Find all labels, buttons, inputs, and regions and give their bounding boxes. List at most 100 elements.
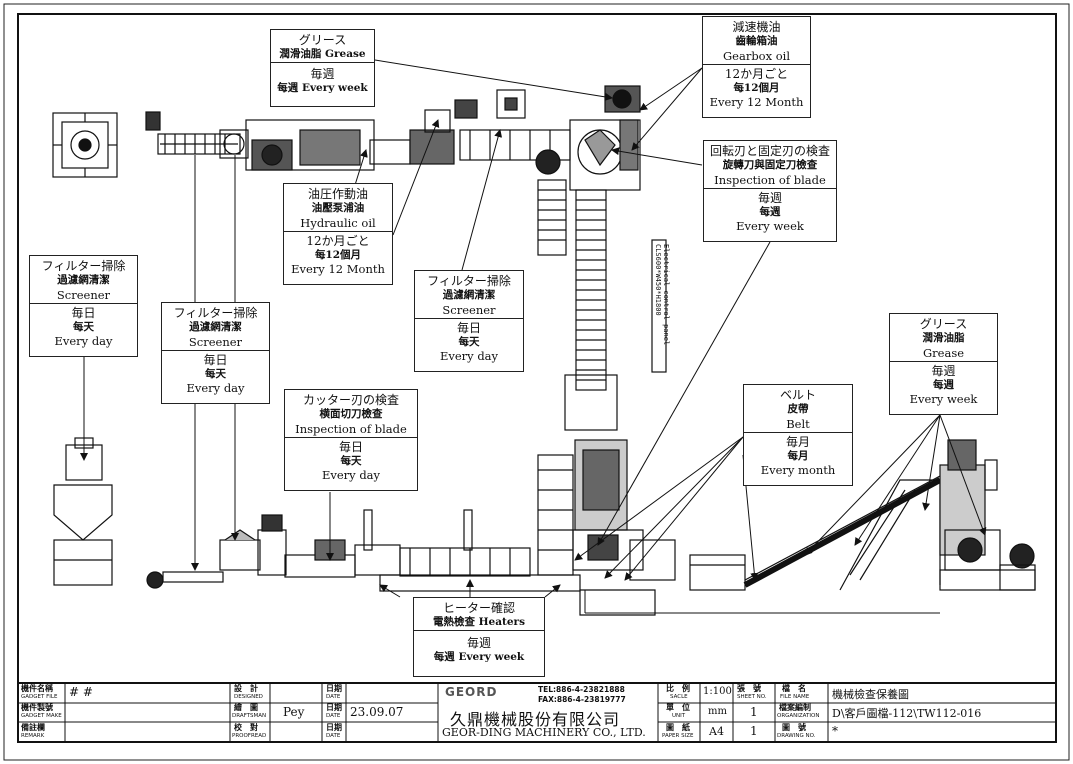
drawing-value: * [832,724,838,738]
date-value: 23.09.07 [350,705,404,719]
gadget-make-sub: GADGET MAKE [21,713,62,719]
label-en: Grease [922,345,965,360]
company-fax: FAX:886-4-23819777 [538,695,626,704]
label-cn: 旋轉刀與固定刀檢查 [722,159,818,172]
callout-filter-mid: フィルター掃除 過濾網清潔 Screener 毎日 每天 Every day [161,302,270,404]
callout-gearbox: 減速機油 齒輪箱油 Gearbox oil 12か月ごと 每12個月 Every… [702,16,811,118]
frequency-section: 毎日 每天 Every day [285,436,417,484]
callout-heaters: ヒーター確認 電熱檢查 Heaters 毎週 每週 Every week [413,597,545,677]
title-block-grid [17,682,1057,743]
frequency-section: 毎週 每週 Every week [414,629,544,665]
label-ja: 減速機油 [732,20,781,34]
drawing-sub: DRAWING NO. [777,733,816,739]
label-ja: フィルター掃除 [41,259,126,273]
label-cn: 過濾網清潔 [57,274,110,287]
label-en: Inspection of blade [714,172,826,187]
company-tel: TEL:886-4-23821888 [538,685,625,694]
freq-cn: 每天 [458,335,480,348]
freq-en: Every 12 Month [291,262,385,277]
sheet-value-2: 1 [750,724,758,738]
freq-ja: 毎週 [310,66,335,81]
label-en: Belt [786,416,810,431]
label-cn: 横面切刀檢查 [319,408,383,421]
electrical-panel-label: Electrical control panel CLS600*W450*H18… [654,244,670,346]
date-sub-1: DATE [326,694,341,700]
label-en: Hydraulic oil [300,215,376,230]
freq-ja: 毎日 [203,352,228,367]
label-ja: グリース [298,33,347,47]
file-name-value: 機械檢查保養圖 [832,688,909,701]
label-ja: 油圧作動油 [307,187,368,201]
label-ja: 回転刃と固定刃の検査 [709,144,830,158]
draftsman-value: Pey [283,705,305,719]
label-ja: ヒーター確認 [442,601,515,615]
gadget-file-label: 機件名稱 [21,684,53,693]
freq-en: Every day [186,381,245,396]
callout-grease-right: グリース 潤滑油脂 Grease 毎週 每週 Every week [889,313,998,415]
label-ja: フィルター掃除 [173,306,258,320]
label-cn-en: 電熱檢查 Heaters [432,616,526,629]
label-cn: 油壓泵浦油 [311,202,365,215]
org-label: 檔案編制 [779,703,811,712]
label-cn-en: 潤滑油脂 Grease [279,48,366,61]
label-cn: 皮帶 [787,403,809,416]
freq-ja: 毎週 [466,635,491,650]
callout-belt: ベルト 皮帶 Belt 毎月 每月 Every month [743,384,853,486]
label-ja: グリース [919,317,968,331]
frequency-section: 毎週 每週 Every week [890,360,997,408]
label-ja: ベルト [779,388,816,402]
company-name-cn: 久鼎機械股份有限公司 [450,710,621,729]
label-en: Screener [188,334,243,349]
callout-grease-top: グリース 潤滑油脂 Grease 毎週 每週 Every week [270,29,375,107]
date-label-2: 日期 [326,703,342,712]
frequency-section: 12か月ごと 每12個月 Every 12 Month [284,230,392,278]
freq-ja: 毎日 [338,439,363,454]
label-cn: 過濾網清潔 [189,321,242,334]
label-cn: 齒輪箱油 [735,35,778,48]
freq-ja: 毎週 [931,363,956,378]
freq-cn: 每12個月 [314,248,362,261]
paper-label: 圖 紙 [666,723,690,732]
date-label-1: 日期 [326,684,342,693]
paper-value: A4 [709,725,724,738]
freq-en: Every week [909,392,978,407]
scale-sub: SACLE [670,694,688,700]
gadget-file-sub: GADGET FILE [21,694,58,700]
date-sub-3: DATE [326,733,341,739]
label-en: Screener [442,302,496,317]
file-name-sub: FILE NAME [780,694,810,700]
gadget-make-label: 機件製號 [21,703,53,712]
freq-cn: 每月 [787,449,809,462]
label-ja: カッター刃の検査 [302,393,399,407]
freq-en: Every 12 Month [709,95,804,110]
sheet-label: 張 號 [737,684,761,693]
unit-sub: UNIT [672,713,686,719]
frequency-section: 毎日 每天 Every day [162,349,269,397]
remark-label: 備註欄 [21,723,45,732]
unit-value: mm [708,706,727,717]
label-en: Screener [56,287,111,302]
frequency-section: 毎週 每週 Every week [271,61,374,96]
freq-en: Every day [54,334,113,349]
freq-cn: 每週 [933,378,954,391]
frequency-section: 毎月 每月 Every month [744,431,852,479]
frequency-section: 毎日 每天 Every day [415,317,523,365]
freq-ja: 毎日 [71,305,96,320]
freq-ja: 毎日 [456,320,481,335]
freq-cn: 每12個月 [733,81,780,94]
callout-filter-left: フィルター掃除 過濾網清潔 Screener 毎日 每天 Every day [29,255,138,357]
drawing-label: 圖 號 [782,723,806,732]
proofread-label: 校 對 [234,723,258,732]
unit-label: 單 位 [666,703,690,712]
frequency-section: 毎週 每週 Every week [704,187,836,235]
proofread-sub: PROOFREAD [232,733,267,739]
designed-label: 設 計 [234,684,258,693]
freq-cn: 每天 [340,454,362,467]
freq-en: Every day [439,349,499,364]
company-logo: GEORD [445,685,498,699]
label-en: Inspection of blade [295,421,407,436]
date-label-3: 日期 [326,723,342,732]
scale-value: 1:100 [703,686,732,697]
